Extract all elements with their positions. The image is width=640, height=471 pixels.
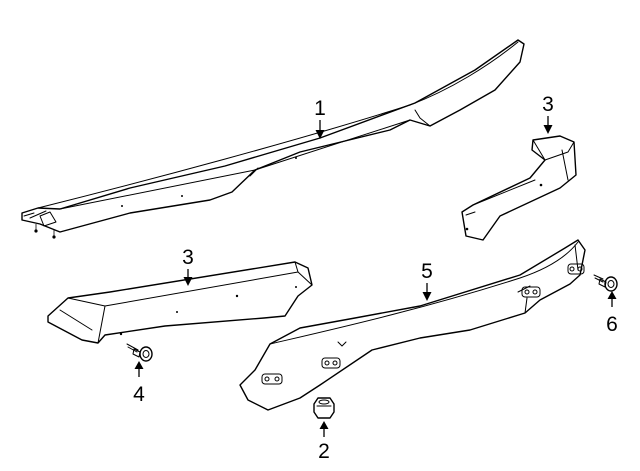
callout-3-upper: 3 <box>542 93 554 134</box>
callout-2-label: 2 <box>318 440 330 463</box>
part-spoiler <box>21 39 525 239</box>
callout-3-upper-label: 3 <box>542 93 554 116</box>
part-nut <box>313 397 335 419</box>
callout-3-lower-label: 3 <box>182 246 194 269</box>
callout-4: 4 <box>133 361 145 406</box>
part-screw-left <box>126 343 153 362</box>
bracket-clip-slots <box>261 263 585 385</box>
callout-6-label: 6 <box>606 313 618 336</box>
callout-4-label: 4 <box>133 383 145 406</box>
callout-3-lower: 3 <box>182 246 194 286</box>
part-bracket <box>239 239 586 411</box>
callout-5-label: 5 <box>421 260 433 283</box>
callout-1-label: 1 <box>314 97 326 120</box>
callout-1: 1 <box>314 97 326 139</box>
part-screw-right <box>593 274 618 292</box>
callout-2: 2 <box>318 421 330 463</box>
callout-6: 6 <box>606 291 618 336</box>
part-extension-right <box>461 135 577 241</box>
part-extension-left <box>47 261 313 344</box>
callout-5: 5 <box>421 260 433 301</box>
